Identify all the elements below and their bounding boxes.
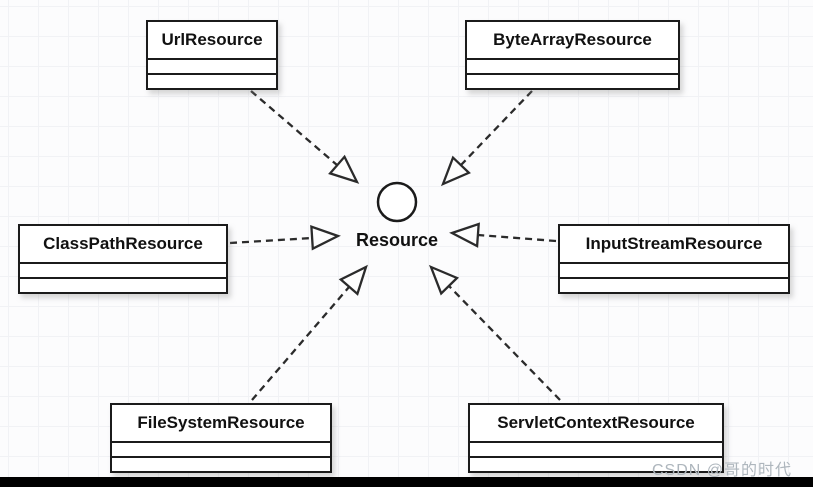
realization-line-bytearrayresource: [460, 90, 533, 166]
class-box-bytearrayresource: ByteArrayResource: [465, 20, 680, 90]
methods-compartment: [467, 75, 678, 88]
realization-arrowhead-servletcontextresource: [428, 264, 460, 296]
fields-compartment: [467, 60, 678, 75]
class-name-filesystemresource: FileSystemResource: [112, 405, 330, 443]
class-box-filesystemresource: FileSystemResource: [110, 403, 332, 473]
methods-compartment: [112, 458, 330, 471]
realization-arrowhead-inputstreamresource: [449, 222, 480, 248]
fields-compartment: [470, 443, 722, 458]
realization-line-urlresource: [250, 90, 338, 166]
bottom-black-bar: [0, 477, 813, 487]
class-name-classpathresource: ClassPathResource: [20, 226, 226, 264]
realization-arrowhead-bytearrayresource: [440, 155, 471, 187]
class-box-servletcontextresource: ServletContextResource: [468, 403, 724, 473]
fields-compartment: [148, 60, 276, 75]
class-box-urlresource: UrlResource: [146, 20, 278, 90]
methods-compartment: [470, 458, 722, 471]
class-name-bytearrayresource: ByteArrayResource: [467, 22, 678, 60]
fields-compartment: [20, 264, 226, 279]
fields-compartment: [560, 264, 788, 279]
realization-line-inputstreamresource: [477, 233, 557, 243]
realization-arrowhead-classpathresource: [310, 225, 341, 251]
class-name-urlresource: UrlResource: [148, 22, 276, 60]
realization-line-classpathresource: [229, 236, 313, 245]
class-name-inputstreamresource: InputStreamResource: [560, 226, 788, 264]
methods-compartment: [20, 279, 226, 292]
methods-compartment: [560, 279, 788, 292]
watermark-text: CSDN @哥的时代: [652, 462, 793, 479]
methods-compartment: [148, 75, 276, 88]
class-box-inputstreamresource: InputStreamResource: [558, 224, 790, 294]
class-name-servletcontextresource: ServletContextResource: [470, 405, 722, 443]
class-box-classpathresource: ClassPathResource: [18, 224, 228, 294]
realization-line-filesystemresource: [251, 286, 350, 401]
interface-label-resource: Resource: [355, 230, 439, 250]
interface-circle-icon: [376, 181, 418, 223]
fields-compartment: [112, 443, 330, 458]
realization-line-servletcontextresource: [448, 285, 561, 401]
realization-arrowhead-filesystemresource: [338, 264, 368, 296]
realization-arrowhead-urlresource: [328, 154, 360, 184]
